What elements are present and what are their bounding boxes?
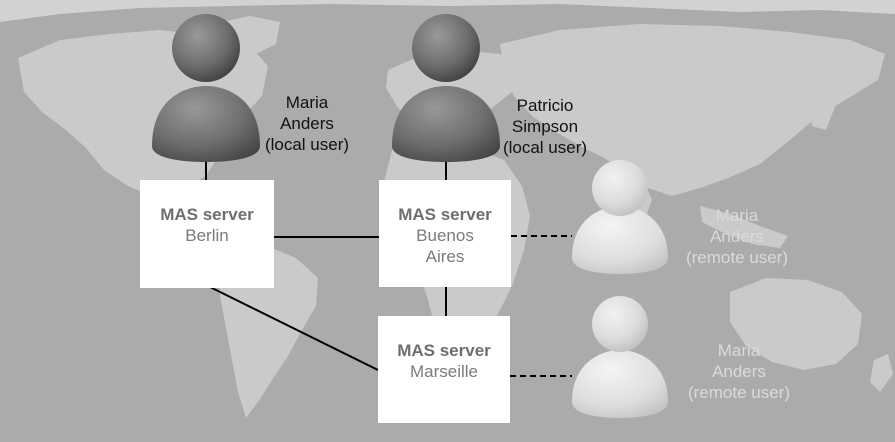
user-label-remote: Maria Anders (remote user)	[687, 341, 791, 402]
user-label-local: Patricio Simpson (local user)	[502, 96, 588, 157]
connector-berlin-marseille	[207, 285, 379, 371]
server-city: Marseille	[409, 362, 479, 381]
user-label-local: Maria Anders (local user)	[264, 93, 350, 154]
user-icon	[392, 14, 500, 162]
server-box-berlin: MAS server Berlin	[140, 180, 274, 288]
server-title: MAS server	[398, 205, 492, 224]
server-box-buenos-aires: MAS server Buenos Aires	[379, 180, 511, 287]
server-city: Berlin	[185, 226, 229, 245]
server-box-marseille: MAS server Marseille	[378, 316, 510, 423]
remote-user-icon	[572, 160, 668, 274]
server-title: MAS server	[397, 341, 491, 360]
server-city: Buenos Aires	[416, 226, 474, 266]
remote-user-icon	[572, 296, 668, 418]
user-icon	[152, 14, 260, 162]
server-title: MAS server	[160, 205, 254, 224]
connector-lines	[205, 158, 572, 377]
user-label-remote: Maria Anders (remote user)	[685, 206, 789, 267]
